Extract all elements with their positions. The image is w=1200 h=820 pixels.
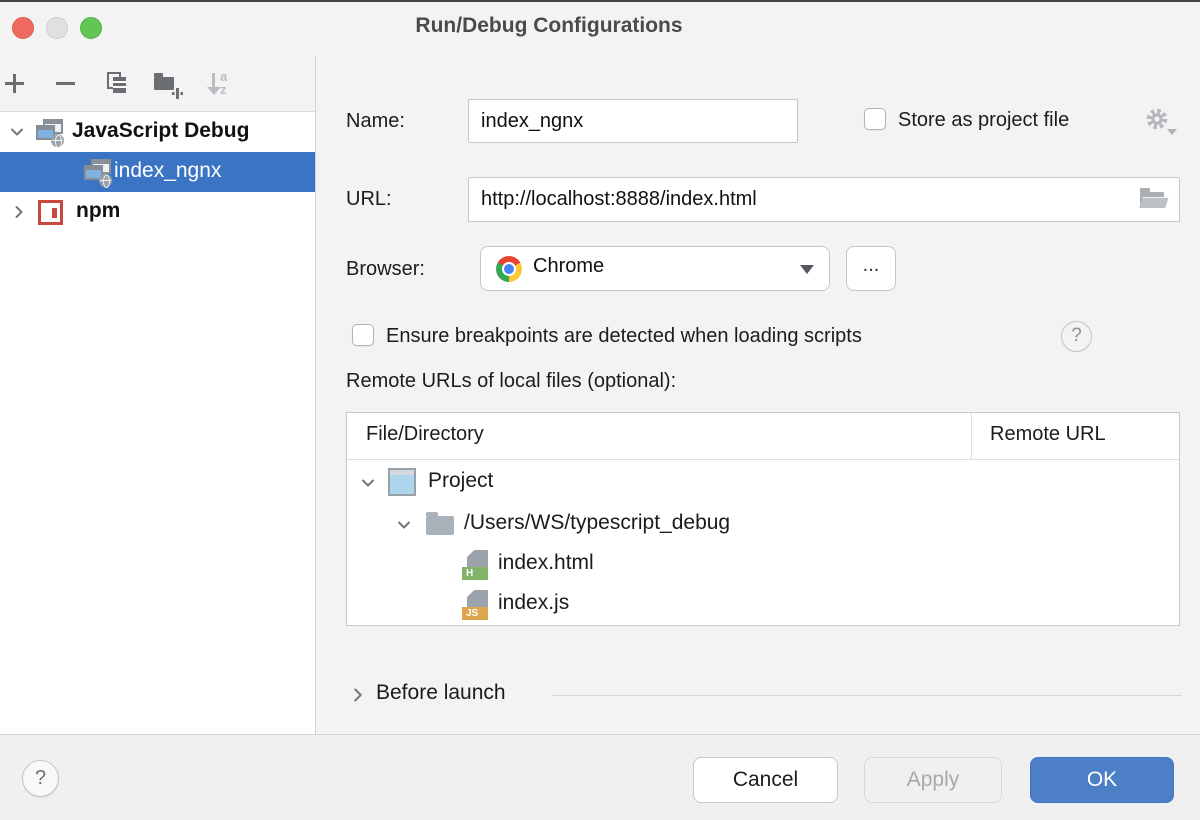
table-row-label: index.js [498, 591, 570, 614]
name-input[interactable] [468, 99, 798, 143]
sidebar-item-label: npm [76, 199, 121, 222]
apply-button[interactable]: Apply [864, 757, 1002, 803]
minimize-button[interactable] [46, 17, 68, 39]
url-label: URL: [346, 188, 392, 210]
sort-z-glyph: z [220, 82, 227, 97]
remote-urls-table: File/Directory Remote URL Project /Users… [346, 412, 1180, 626]
sidebar-item-npm[interactable]: npm [0, 192, 315, 232]
table-row[interactable]: Project [348, 463, 1178, 503]
sidebar-item-index-ngnx[interactable]: index_ngnx [0, 152, 315, 192]
table-row[interactable]: /Users/WS/typescript_debug [348, 505, 1178, 545]
table-row-label: index.html [498, 551, 594, 574]
remove-configuration-icon[interactable] [53, 69, 83, 99]
column-header-remote-url: Remote URL [990, 423, 1106, 445]
window-top-edge [0, 0, 1200, 2]
before-launch-chevron-icon[interactable] [347, 684, 367, 704]
chevron-right-icon[interactable] [9, 202, 29, 222]
folder-icon [426, 512, 454, 535]
sidebar-item-label: index_ngnx [114, 159, 222, 182]
column-header-file-directory: File/Directory [366, 423, 484, 445]
npm-icon [38, 200, 63, 225]
javascript-debug-icon [36, 119, 64, 148]
footer-bar [0, 734, 1200, 820]
chevron-down-icon[interactable] [358, 473, 378, 493]
browser-selected-value: Chrome [533, 255, 605, 277]
table-row-label: /Users/WS/typescript_debug [464, 511, 731, 534]
table-row[interactable]: JS index.js [348, 585, 1178, 625]
html-file-icon: H [462, 550, 490, 580]
ensure-breakpoints-label: Ensure breakpoints are detected when loa… [386, 325, 862, 347]
html-badge: H [462, 567, 488, 580]
add-configuration-icon[interactable] [2, 69, 32, 99]
javascript-debug-icon [84, 159, 112, 188]
sort-a-glyph: a [220, 69, 228, 84]
help-button[interactable]: ? [22, 760, 59, 797]
header-divider [347, 459, 1179, 460]
before-launch-label[interactable]: Before launch [376, 681, 506, 704]
close-button[interactable] [12, 17, 34, 39]
copy-configuration-icon[interactable] [104, 69, 134, 99]
js-badge: JS [462, 607, 488, 620]
browse-folder-icon[interactable] [1139, 188, 1169, 210]
browser-label: Browser: [346, 258, 425, 280]
table-row[interactable]: H index.html [348, 545, 1178, 585]
new-folder-icon[interactable] [152, 69, 183, 99]
column-divider[interactable] [971, 413, 972, 459]
panel-divider [315, 56, 316, 734]
before-launch-separator [552, 695, 1182, 696]
name-label: Name: [346, 110, 405, 132]
chevron-down-icon[interactable] [394, 515, 414, 535]
browser-select[interactable]: Chrome [480, 246, 830, 291]
sidebar-item-javascript-debug[interactable]: JavaScript Debug [0, 112, 315, 152]
help-icon[interactable]: ? [1061, 321, 1092, 352]
sidebar-item-label: JavaScript Debug [72, 119, 250, 142]
cancel-button[interactable]: Cancel [693, 757, 838, 803]
url-input[interactable] [468, 177, 1180, 222]
store-as-project-file-checkbox[interactable] [864, 108, 886, 130]
zoom-button[interactable] [80, 17, 102, 39]
js-file-icon: JS [462, 590, 490, 620]
remote-urls-label: Remote URLs of local files (optional): [346, 370, 677, 392]
chrome-icon [496, 256, 522, 282]
window-title: Run/Debug Configurations [415, 14, 683, 37]
table-row-label: Project [428, 469, 494, 492]
dropdown-caret-icon [800, 265, 814, 274]
sort-configurations-icon[interactable]: a z [205, 69, 235, 99]
store-as-project-file-label: Store as project file [898, 109, 1070, 131]
ok-button[interactable]: OK [1030, 757, 1174, 803]
chevron-down-icon[interactable] [7, 122, 27, 142]
project-icon [388, 468, 416, 496]
ensure-breakpoints-checkbox[interactable] [352, 324, 374, 346]
gear-icon[interactable] [1144, 106, 1177, 136]
browser-more-button[interactable]: ... [846, 246, 896, 291]
